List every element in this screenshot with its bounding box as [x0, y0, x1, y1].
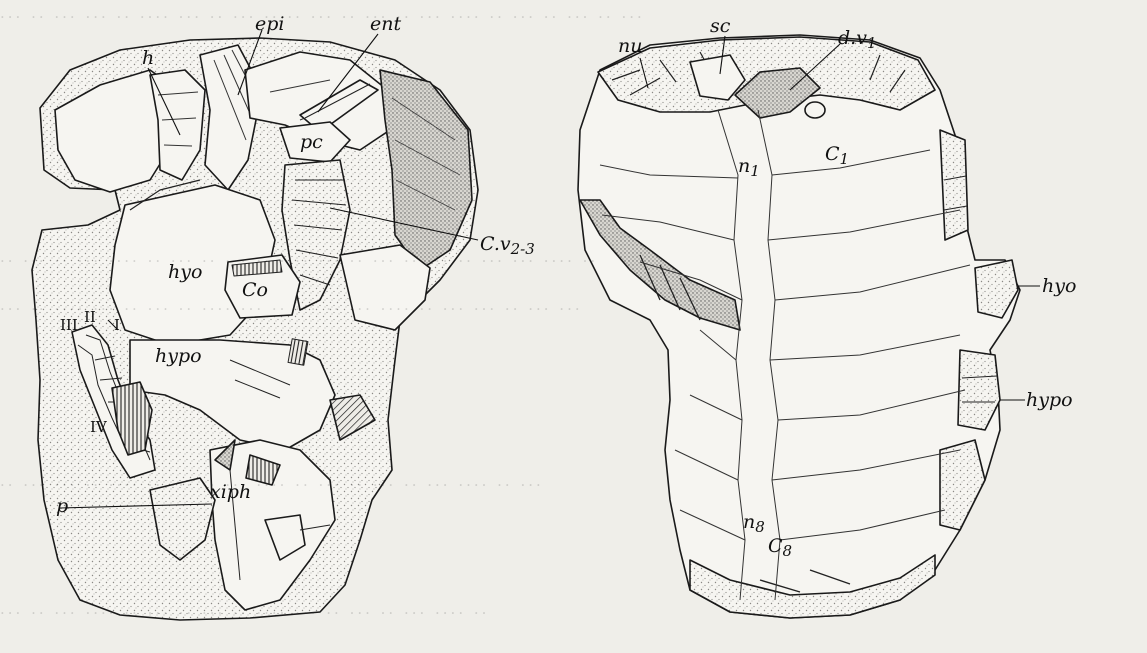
label-h: h [142, 47, 154, 69]
background-text-line: ··· ·· ··· ··· ·· ···· ··· ·· ··· ····· … [0, 8, 1147, 26]
label-hypo-right: hypo [1026, 389, 1073, 411]
ventral-specimen [32, 38, 478, 620]
label-digit-iv: IV [90, 418, 108, 436]
label-p: p [56, 495, 68, 517]
label-digit-iii: III [60, 316, 78, 334]
background-text-line: ··· ·· ··· ···· ·· ··· ·· ··· ·· ···· ··… [0, 604, 1147, 622]
label-c8-main: C [768, 535, 783, 557]
label-n1-main: n [738, 155, 750, 177]
label-nu: nu [618, 35, 642, 57]
label-n8-sub: 8 [755, 518, 765, 536]
label-c1-main: C [825, 143, 840, 165]
label-n1-sub: 1 [750, 162, 760, 180]
label-c8-sub: 8 [783, 542, 793, 560]
label-hyo-right: hyo [1042, 275, 1076, 297]
dorsal-specimen [578, 35, 1020, 618]
label-c1-sub: 1 [840, 150, 850, 168]
label-pc: pc [300, 131, 323, 153]
label-dv-sub: 1 [867, 34, 877, 52]
label-dv-main: d.v [838, 27, 867, 49]
background-text-line: ··· ·· ···· ··· ·· ··· ·· ···· ··· ·· ··… [0, 300, 1147, 318]
label-digit-i: I [114, 316, 120, 334]
carapace-outline [578, 35, 1020, 618]
background-text-line: ·· ··· ·· ··· ···· ·· ··· ·· ··· ·· ····… [0, 252, 1147, 270]
label-co: Co [242, 279, 268, 301]
label-hypo-left: hypo [155, 345, 202, 367]
background-text-line: ·· ··· ··· ·· ···· ·· ··· ·· ··· ···· ··… [0, 476, 1147, 494]
label-dv: d.v1 [838, 27, 876, 52]
label-n8-main: n [743, 511, 755, 533]
